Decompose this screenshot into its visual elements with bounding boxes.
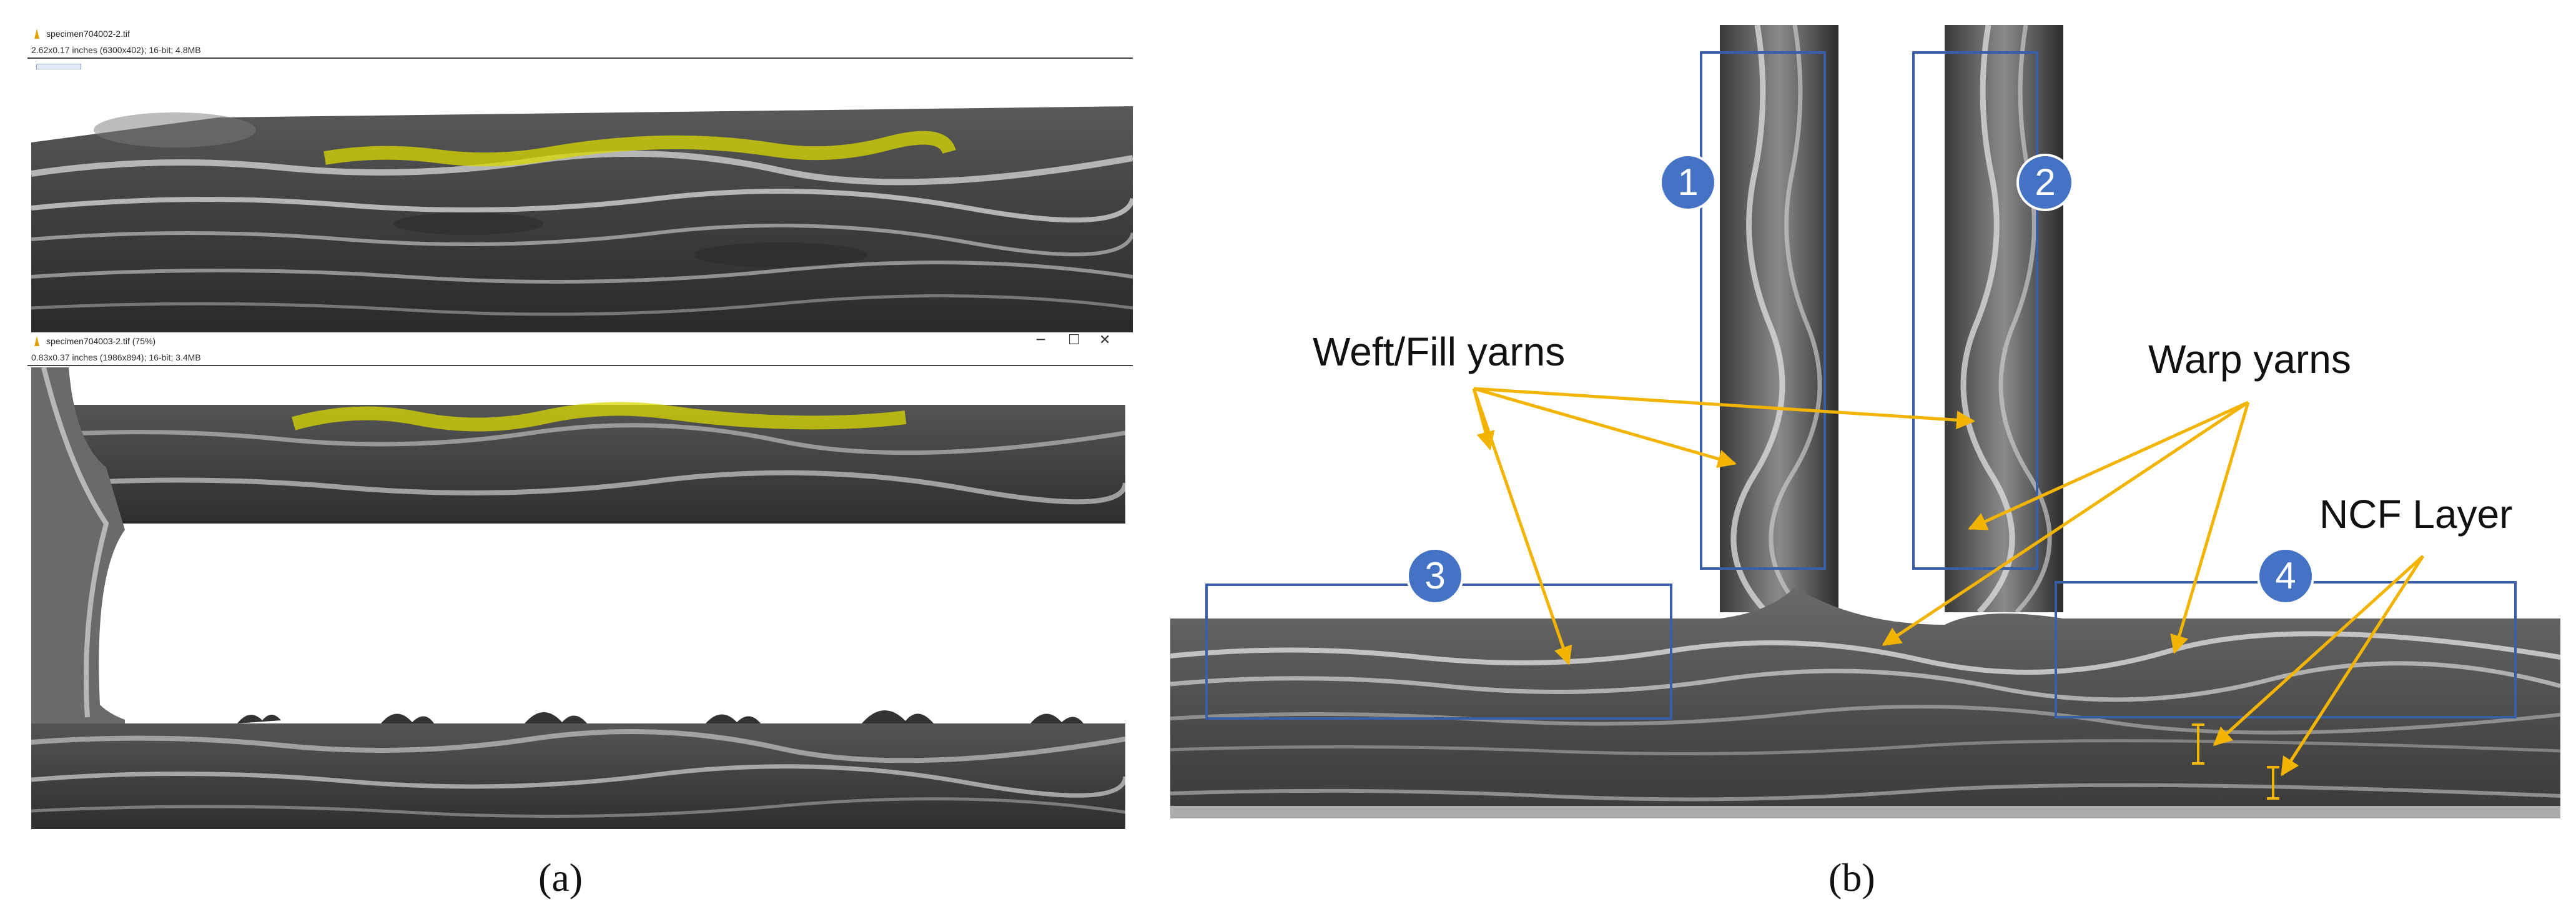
- t-joint-specimen-scan: [1170, 25, 2560, 818]
- top-window-slider[interactable]: [36, 64, 81, 69]
- imagej-app-icon-2: [34, 336, 39, 346]
- top-image-window: specimen704002-2.tif 2.62x0.17 inches (6…: [27, 25, 1133, 332]
- warp-arrow-3: [2170, 402, 2250, 654]
- region-box-2: [1912, 51, 2038, 570]
- bottom-highlighted-yarn: [292, 402, 907, 432]
- badge-1: 1: [1659, 154, 1717, 211]
- top-window-info: 2.62x0.17 inches (6300x402); 16-bit; 4.8…: [31, 45, 201, 55]
- top-specimen-scan: [31, 99, 1133, 332]
- top-highlighted-yarn: [323, 131, 956, 167]
- ncf-thickness-marker-1: [2192, 723, 2204, 765]
- warp-arrow-2: [1882, 400, 2249, 647]
- weft-arrow-1: [1472, 388, 1572, 665]
- ncf-arrow-1: [2213, 555, 2424, 747]
- top-window-divider: [27, 57, 1133, 59]
- weft-arrow-3: [1473, 387, 1975, 430]
- bottom-window-info: 0.83x0.37 inches (1986x894); 16-bit; 3.4…: [31, 352, 201, 362]
- ncf-layer-label: NCF Layer: [2319, 492, 2513, 537]
- maximize-button[interactable]: ☐: [1068, 332, 1080, 348]
- panel-a-caption: (a): [538, 855, 583, 900]
- bottom-image-window: specimen704003-2.tif (75%) ─ ☐ ✕ 0.83x0.…: [27, 332, 1133, 829]
- minimize-button[interactable]: ─: [1037, 332, 1045, 348]
- weft-arrow-2: [1473, 387, 1737, 468]
- warp-arrow-1: [1968, 400, 2249, 530]
- top-window-title: specimen704002-2.tif: [46, 29, 130, 39]
- region-box-1: [1700, 51, 1826, 570]
- weft-fill-yarns-label: Weft/Fill yarns: [1313, 329, 1566, 374]
- bottom-specimen-scan: [31, 367, 1125, 829]
- bottom-window-title: specimen704003-2.tif (75%): [46, 336, 156, 346]
- panel-b-caption: (b): [1828, 855, 1875, 900]
- warp-yarns-label: Warp yarns: [2148, 337, 2351, 382]
- ncf-arrow-2: [2280, 555, 2425, 777]
- close-button[interactable]: ✕: [1099, 332, 1111, 348]
- badge-2: 2: [2016, 154, 2074, 211]
- badge-3: 3: [1406, 547, 1464, 605]
- bottom-window-divider: [27, 365, 1133, 366]
- badge-4: 4: [2257, 547, 2314, 605]
- weft-arrow-4: [1472, 388, 1495, 450]
- ncf-thickness-marker-2: [2267, 766, 2279, 800]
- imagej-app-icon: [34, 29, 39, 39]
